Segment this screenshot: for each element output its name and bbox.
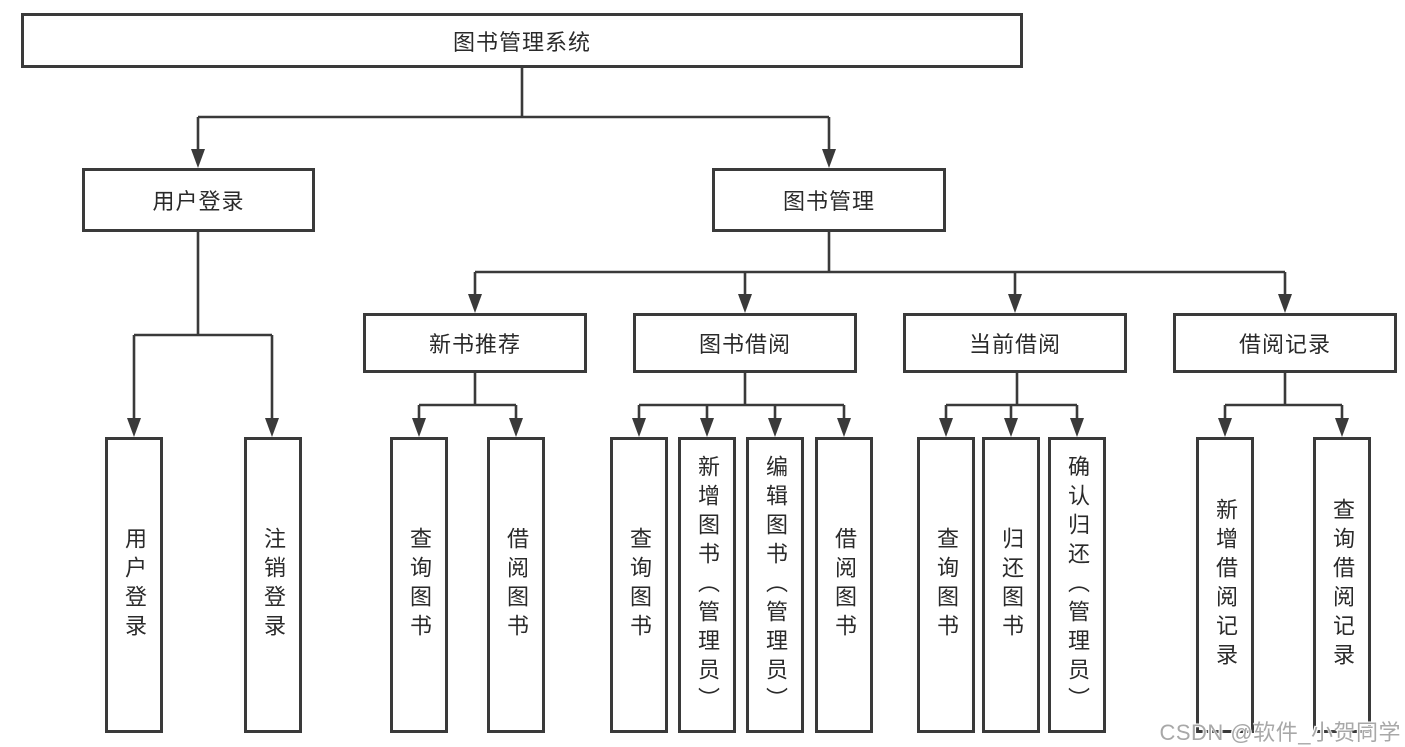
- leaf-borrow-books: 借阅图书: [815, 437, 873, 733]
- leaf-edit-books-admin: 编辑图书（管理员）: [746, 437, 804, 733]
- arrow-down-icon: [1218, 418, 1232, 437]
- leaf-label: 新增借阅记录: [1213, 498, 1238, 672]
- connector-borrow-record-fork: [1223, 373, 1344, 420]
- leaf-label: 用户登录: [122, 527, 147, 643]
- leaf-label: 借阅图书: [832, 527, 857, 643]
- connector-book-management-fork: [473, 232, 1287, 296]
- arrow-down-icon: [1278, 294, 1292, 313]
- leaf-user-login: 用户登录: [105, 437, 163, 733]
- leaf-label: 借阅图书: [504, 527, 529, 643]
- arrow-down-icon: [822, 149, 836, 168]
- arrow-down-icon: [468, 294, 482, 313]
- connector-new-book-fork: [417, 373, 518, 420]
- leaf-label: 确认归还（管理员）: [1065, 454, 1090, 716]
- leaf-confirm-return-admin: 确认归还（管理员）: [1048, 437, 1106, 733]
- arrow-down-icon: [127, 418, 141, 437]
- arrow-down-icon: [700, 418, 714, 437]
- arrowheads: [127, 149, 1349, 437]
- arrow-down-icon: [509, 418, 523, 437]
- watermark: CSDN @软件_小贺同学: [1159, 720, 1401, 745]
- node-book-borrow: 图书借阅: [633, 313, 857, 373]
- leaf-logout: 注销登录: [244, 437, 302, 733]
- leaf-query-books-borrow: 查询图书: [610, 437, 668, 733]
- leaf-borrow-books-recommend: 借阅图书: [487, 437, 545, 733]
- arrow-down-icon: [1070, 418, 1084, 437]
- node-new-book-recommend: 新书推荐: [363, 313, 587, 373]
- leaf-add-borrow-record: 新增借阅记录: [1196, 437, 1254, 733]
- connector-root-fork: [196, 68, 831, 150]
- leaf-add-books-admin: 新增图书（管理员）: [678, 437, 736, 733]
- arrow-down-icon: [768, 418, 782, 437]
- leaf-label: 注销登录: [261, 527, 286, 643]
- leaf-label: 编辑图书（管理员）: [763, 454, 788, 716]
- leaf-label: 查询借阅记录: [1330, 498, 1355, 672]
- leaf-query-borrow-record: 查询借阅记录: [1313, 437, 1371, 733]
- arrow-down-icon: [1335, 418, 1349, 437]
- arrow-down-icon: [265, 418, 279, 437]
- leaf-label: 归还图书: [999, 527, 1024, 643]
- arrow-down-icon: [412, 418, 426, 437]
- arrow-down-icon: [738, 294, 752, 313]
- leaf-query-books-recommend: 查询图书: [390, 437, 448, 733]
- connector-book-borrow-fork: [637, 373, 846, 420]
- arrow-down-icon: [1004, 418, 1018, 437]
- leaf-label: 新增图书（管理员）: [695, 454, 720, 716]
- leaf-label: 查询图书: [407, 527, 432, 643]
- arrow-down-icon: [837, 418, 851, 437]
- arrow-down-icon: [632, 418, 646, 437]
- node-current-borrow: 当前借阅: [903, 313, 1127, 373]
- connector-current-borrow-fork: [944, 373, 1079, 420]
- arrow-down-icon: [1008, 294, 1022, 313]
- leaf-return-books: 归还图书: [982, 437, 1040, 733]
- node-user-login: 用户登录: [82, 168, 315, 232]
- arrow-down-icon: [939, 418, 953, 437]
- leaf-label: 查询图书: [627, 527, 652, 643]
- arrow-down-icon: [191, 149, 205, 168]
- node-borrow-record: 借阅记录: [1173, 313, 1397, 373]
- node-library-management-system: 图书管理系统: [21, 13, 1023, 68]
- leaf-query-books-current: 查询图书: [917, 437, 975, 733]
- leaf-label: 查询图书: [934, 527, 959, 643]
- connector-user-login-fork: [132, 232, 274, 419]
- node-book-management: 图书管理: [712, 168, 946, 232]
